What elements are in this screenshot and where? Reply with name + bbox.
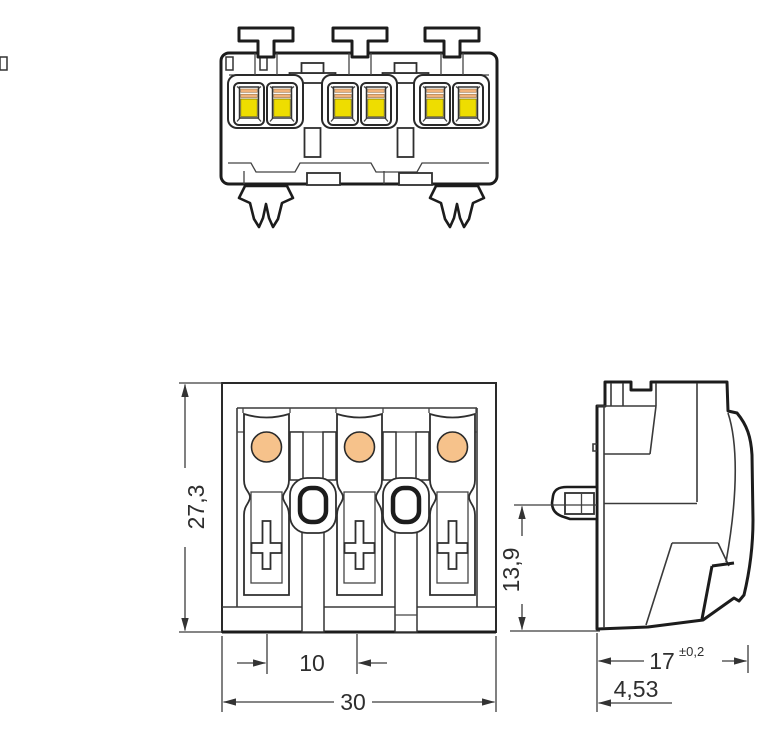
mounting-hole bbox=[383, 478, 429, 533]
side-view bbox=[550, 380, 755, 631]
snap-in-foot bbox=[428, 184, 486, 229]
dimension-pole-pitch: 10 bbox=[237, 634, 387, 676]
dimension-tolerance: ±0,2 bbox=[679, 644, 704, 659]
top-view bbox=[221, 382, 497, 634]
dimension-label: 10 bbox=[299, 650, 325, 676]
wire-entry bbox=[266, 82, 298, 126]
dimension-label: 17 bbox=[649, 648, 675, 674]
corner-notch bbox=[259, 56, 268, 71]
dimension-label: 4,53 bbox=[614, 676, 659, 702]
dimension-depth: 17 ±0,2 bbox=[596, 633, 749, 712]
wire-entry bbox=[419, 82, 451, 126]
mounting-hole bbox=[290, 478, 336, 533]
dimension-offset: 4,53 bbox=[597, 676, 672, 707]
wire-entry bbox=[327, 82, 359, 126]
corner-notch bbox=[0, 56, 8, 71]
wire-entry bbox=[233, 82, 265, 126]
snap-in-foot bbox=[237, 184, 295, 229]
dimension-plan-height: 27,3 bbox=[179, 382, 222, 633]
lower-slot bbox=[301, 529, 325, 633]
corner-notch bbox=[225, 56, 234, 71]
wire-entry bbox=[452, 82, 484, 126]
side-outline bbox=[595, 380, 755, 631]
front-view bbox=[0, 26, 499, 229]
dimension-label: 13,9 bbox=[498, 548, 524, 593]
wire-entry bbox=[360, 82, 392, 126]
dimensions: 27,3 10 30 13,9 17 ±0, bbox=[179, 382, 749, 715]
dimension-clip-height: 13,9 bbox=[498, 504, 600, 632]
dimension-overall-width: 30 bbox=[221, 636, 497, 715]
lower-slot bbox=[394, 529, 418, 633]
dimension-label: 30 bbox=[340, 689, 366, 715]
dimension-label: 27,3 bbox=[183, 485, 209, 530]
